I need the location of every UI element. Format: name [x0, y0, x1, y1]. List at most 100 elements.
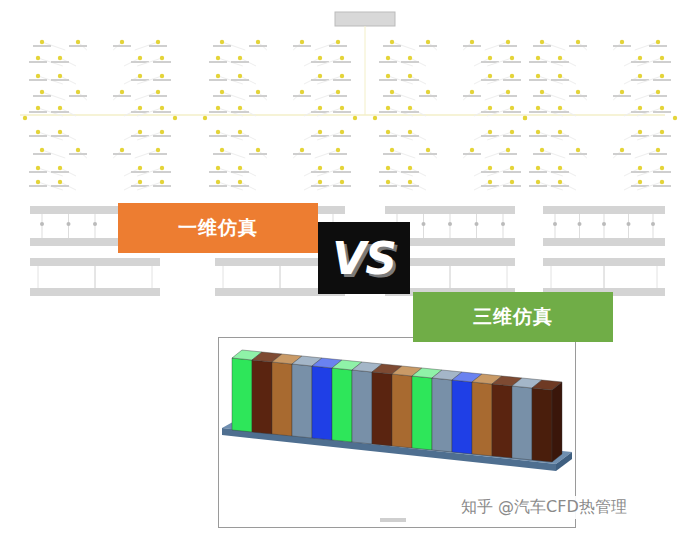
schematic-tag — [153, 135, 171, 137]
schematic-bar — [543, 238, 665, 246]
schematic-dot — [318, 130, 322, 134]
schematic-tag — [29, 79, 47, 81]
schematic-tag — [569, 45, 587, 47]
schematic-tag — [153, 79, 171, 81]
schematic-tag — [249, 153, 267, 155]
schematic-wire — [95, 266, 96, 288]
schematic-dot — [76, 148, 80, 152]
schematic-tag — [383, 95, 401, 97]
schematic-tag — [401, 111, 419, 113]
schematic-bar — [30, 288, 160, 296]
schematic-tag — [551, 135, 569, 137]
schematic-clusters — [23, 40, 677, 190]
schematic-dot — [506, 40, 510, 44]
schematic-dot — [138, 130, 142, 134]
schematic-dot — [488, 74, 492, 78]
schematic-wire — [20, 114, 665, 116]
schematic-dot — [576, 90, 580, 94]
schematic-dot — [160, 106, 164, 110]
schematic-tag — [379, 185, 397, 187]
schematic-dot — [238, 180, 242, 184]
schematic-dot — [36, 56, 40, 60]
cell-face — [372, 372, 392, 446]
schematic-tag — [153, 171, 171, 173]
schematic-tag — [569, 95, 587, 97]
schematic-dot — [58, 106, 62, 110]
schematic-dot — [558, 56, 562, 60]
schematic-dot — [638, 180, 642, 184]
schematic-dot — [216, 130, 220, 134]
schematic-dot — [340, 180, 344, 184]
schematic-bar — [385, 206, 515, 214]
schematic-dot — [203, 116, 207, 120]
schematic-dot — [386, 74, 390, 78]
schematic-dot — [523, 116, 527, 120]
schematic-dot — [340, 130, 344, 134]
schematic-tag — [333, 135, 351, 137]
schematic-tag — [503, 111, 521, 113]
schematic-tag — [529, 185, 547, 187]
cell-face — [272, 362, 292, 436]
schematic-dot — [408, 166, 412, 170]
schematic-dot — [300, 40, 304, 44]
schematic-tag — [293, 45, 311, 47]
cell-face — [412, 376, 432, 450]
schematic-dot — [256, 90, 260, 94]
schematic-tag — [209, 171, 227, 173]
schematic-tag — [503, 79, 521, 81]
schematic-tag — [613, 95, 631, 97]
schematic-dot — [638, 74, 642, 78]
schematic-dot — [426, 40, 430, 44]
schematic-dot — [220, 90, 224, 94]
schematic-wire — [365, 26, 366, 115]
schematic-tag — [231, 61, 249, 63]
schematic-wire — [280, 266, 281, 288]
schematic-tag — [249, 45, 267, 47]
schematic-dot — [660, 74, 664, 78]
schematic-dot — [536, 106, 540, 110]
vs-box: VS — [318, 222, 410, 294]
schematic-dot — [390, 40, 394, 44]
schematic-dot — [40, 148, 44, 152]
schematic-tag — [533, 95, 551, 97]
schematic-dot — [620, 40, 624, 44]
schematic-dot — [656, 90, 660, 94]
cell-face — [292, 364, 312, 438]
schematic-tag — [613, 45, 631, 47]
schematic-dot — [448, 222, 452, 226]
schematic-dot — [256, 148, 260, 152]
schematic-tag — [653, 79, 671, 81]
schematic-dot — [660, 166, 664, 170]
schematic-dot — [540, 148, 544, 152]
schematic-tag — [529, 135, 547, 137]
schematic-tag — [379, 79, 397, 81]
schematic-dot — [576, 40, 580, 44]
schematic-tag — [113, 45, 131, 47]
schematic-dot — [58, 166, 62, 170]
schematic-tag — [379, 135, 397, 137]
schematic-tag — [529, 79, 547, 81]
schematic-wire — [38, 266, 39, 288]
schematic-dot — [558, 166, 562, 170]
schematic-tag — [333, 61, 351, 63]
schematic-dot — [138, 180, 142, 184]
schematic-tag — [379, 171, 397, 173]
schematic-dot — [336, 90, 340, 94]
schematic-dot — [318, 74, 322, 78]
schematic-tag — [529, 61, 547, 63]
schematic-tag — [529, 171, 547, 173]
cell-face — [492, 384, 512, 458]
schematic-dot — [138, 74, 142, 78]
schematic-tag — [293, 95, 311, 97]
schematic-dot — [408, 74, 412, 78]
schematic-tag — [33, 95, 51, 97]
schematic-dot — [58, 74, 62, 78]
box-label: 一维仿真 — [178, 215, 258, 241]
schematic-dot — [238, 106, 242, 110]
schematic-wire — [223, 266, 224, 288]
schematic-dot — [120, 148, 124, 152]
schematic-tag — [153, 61, 171, 63]
schematic-dot — [470, 40, 474, 44]
schematic-tag — [29, 135, 47, 137]
schematic-dot — [390, 148, 394, 152]
